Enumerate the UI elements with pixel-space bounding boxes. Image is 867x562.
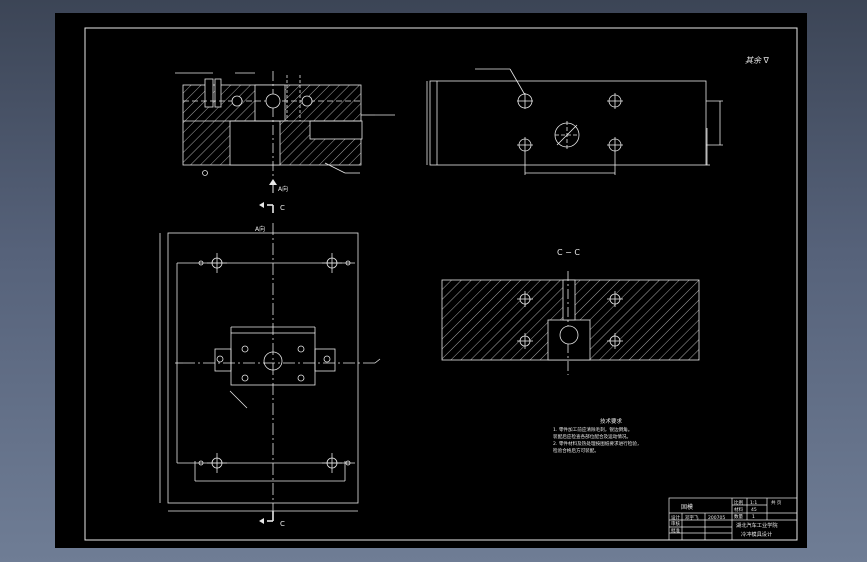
drawing-border	[84, 27, 798, 541]
section-title: C − C	[557, 248, 580, 257]
material-label: 材料	[734, 506, 743, 513]
tech-line-1: 1. 零件加工前应清除毛刺，锐边倒角。	[553, 426, 632, 433]
front-section-view	[175, 71, 395, 178]
tech-line-3: 2. 零件材料及热处理按图纸要求进行检验，	[553, 440, 642, 447]
title-block-text: 固模 比例 1:1 共 页 材料 45 数量 1 设计 邓宇飞 200705 审…	[671, 499, 782, 538]
section-letter-bottom: C	[280, 520, 285, 528]
section-view-cc	[441, 271, 700, 375]
view-arrow-label: A向	[278, 185, 288, 193]
cad-drawing: 其余 ∇ A向	[84, 27, 798, 541]
approver-label: 批准	[671, 527, 680, 534]
title-block	[668, 497, 798, 541]
tech-line-4: 检验合格后方可装配。	[553, 447, 599, 454]
view-arrow-a: A向	[269, 179, 288, 193]
department-name: 冷冲模具设计	[741, 530, 772, 538]
sheet-count: 共 页	[771, 499, 782, 506]
designer-name: 邓宇飞	[685, 514, 699, 521]
qty-value: 1	[752, 514, 755, 520]
scale-label: 比例	[734, 499, 743, 506]
plan-view-title: A向	[255, 225, 265, 233]
design-date: 200705	[708, 515, 725, 521]
drawing-name: 固模	[681, 503, 693, 511]
tech-line-2: 装配后应检查各部位配合及运动情况。	[553, 433, 631, 440]
school-name: 湖北汽车工业学院	[736, 521, 778, 529]
designer-label: 设计	[671, 514, 680, 521]
section-mark-bottom: C	[259, 511, 285, 528]
checker-label: 审核	[671, 520, 680, 527]
roughness-note: 其余 ∇	[745, 56, 770, 65]
plan-view-a	[159, 223, 381, 513]
section-mark-top: C	[259, 202, 285, 213]
technical-requirements: 技术要求 1. 零件加工前应清除毛刺，锐边倒角。 装配后应检查各部位配合及运动情…	[553, 417, 642, 454]
scale-value: 1:1	[750, 500, 757, 506]
section-letter-top: C	[280, 204, 285, 212]
drawing-sheet: 其余 ∇ A向	[55, 13, 807, 548]
qty-label: 数量	[734, 513, 743, 520]
tech-title: 技术要求	[600, 417, 623, 425]
side-view	[426, 68, 723, 175]
material-value: 45	[751, 507, 757, 513]
